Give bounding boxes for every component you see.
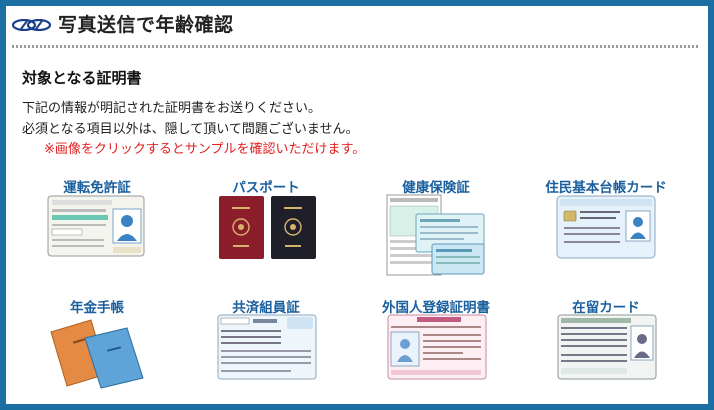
doc-label: 外国人登録証明書 bbox=[382, 300, 490, 316]
page-title: 写真送信で年齢確認 bbox=[58, 14, 234, 36]
doc-label: 住民基本台帳カード bbox=[545, 180, 667, 196]
section-title: 対象となる証明書 bbox=[22, 69, 142, 87]
doc-label: 健康保険証 bbox=[402, 180, 470, 196]
drivers-license-card-icon[interactable] bbox=[47, 195, 145, 257]
pension-handbook-icon[interactable] bbox=[45, 314, 149, 390]
doc-label: 共済組員証 bbox=[232, 300, 300, 316]
doc-drivers-license[interactable]: 運転免許証 bbox=[17, 176, 177, 196]
doc-label: 運転免許証 bbox=[63, 180, 131, 196]
passport-booklets-icon[interactable] bbox=[218, 195, 318, 261]
double-oval-logo-icon bbox=[12, 19, 52, 31]
doc-health-insurance[interactable]: 健康保険証 bbox=[356, 176, 516, 196]
click-note: ※画像をクリックするとサンプルを確認いただけます。 bbox=[44, 142, 366, 157]
doc-alien-registration[interactable]: 外国人登録証明書 bbox=[356, 296, 516, 316]
doc-pension-handbook[interactable]: 年金手帳 bbox=[17, 296, 177, 316]
health-insurance-card-icon[interactable] bbox=[386, 194, 486, 278]
doc-label: 年金手帳 bbox=[70, 300, 124, 316]
instruction-line-2: 必須となる項目以外は、隠して頂いて問題ございません。 bbox=[22, 122, 359, 137]
alien-registration-card-icon[interactable] bbox=[387, 314, 487, 380]
header-divider bbox=[12, 45, 698, 48]
instruction-line-1: 下記の情報が明記された証明書をお送りください。 bbox=[22, 101, 322, 116]
residence-card-icon[interactable] bbox=[557, 314, 657, 380]
doc-resident-registry[interactable]: 住民基本台帳カード bbox=[526, 176, 686, 196]
mutual-aid-card-icon[interactable] bbox=[217, 314, 317, 380]
resident-registry-card-icon[interactable] bbox=[556, 195, 656, 259]
doc-passport[interactable]: パスポート bbox=[186, 176, 346, 196]
doc-label: 在留カード bbox=[572, 300, 640, 316]
doc-mutual-aid[interactable]: 共済組員証 bbox=[186, 296, 346, 316]
doc-label: パスポート bbox=[232, 180, 300, 196]
doc-residence-card[interactable]: 在留カード bbox=[526, 296, 686, 316]
